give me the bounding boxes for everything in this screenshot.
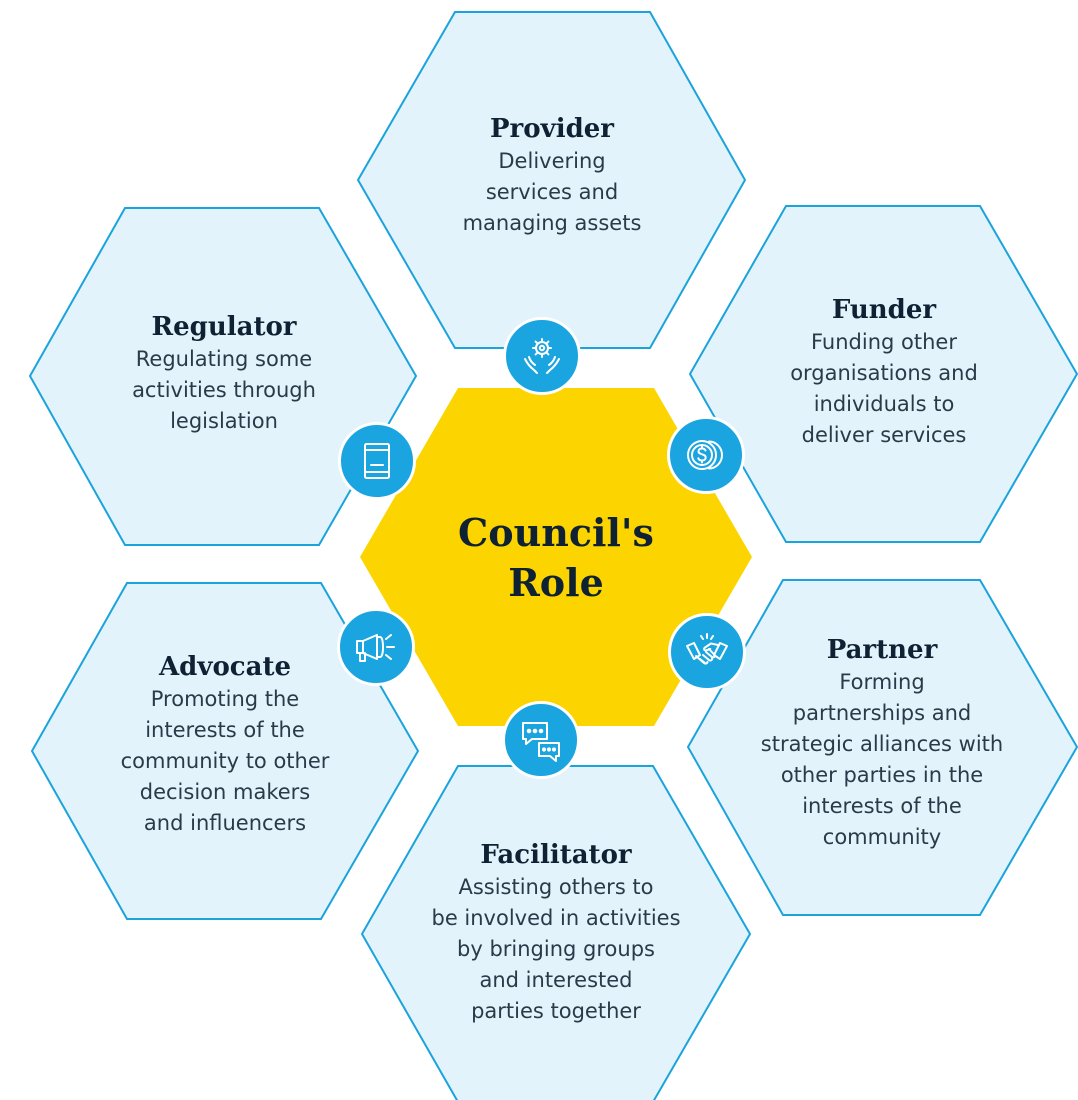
partner-text: Partner Forming partnerships and strateg…	[728, 633, 1036, 853]
partner-description: Forming partnerships and strategic allia…	[760, 670, 1004, 849]
advocate-text: Advocate Promoting the interests of the …	[74, 650, 376, 839]
funder-hexagon	[688, 205, 1078, 543]
regulator-hexagon	[28, 207, 418, 546]
provider-text: Provider Delivering services and managin…	[400, 112, 704, 239]
center-title: Council's Role	[458, 510, 654, 605]
megaphone-icon	[337, 608, 415, 686]
regulator-text: Regulator Regulating some activities thr…	[74, 310, 374, 437]
advocate-title: Advocate	[158, 652, 292, 682]
chat-bubbles-icon	[502, 701, 580, 779]
funder-text: Funder Funding other organisations and i…	[734, 293, 1034, 451]
funder-title: Funder	[831, 295, 937, 325]
advocate-hexagon	[30, 582, 420, 920]
facilitator-description: Assisting others to be involved in activ…	[431, 875, 681, 1023]
provider-description: Delivering services and managing assets	[462, 149, 642, 235]
facilitator-hexagon	[360, 765, 752, 1100]
facilitator-text: Facilitator Assisting others to be invol…	[398, 838, 714, 1027]
regulator-title: Regulator	[151, 312, 297, 342]
center-hexagon	[360, 388, 752, 726]
regulator-description: Regulating some activities through legis…	[132, 347, 316, 433]
provider-title: Provider	[490, 114, 614, 144]
coin-dollar-icon	[667, 416, 745, 494]
handshake-icon	[668, 613, 746, 691]
advocate-description: Promoting the interests of the community…	[120, 687, 330, 835]
provider-hexagon	[356, 11, 747, 349]
partner-title: Partner	[826, 635, 938, 665]
document-icon	[338, 422, 416, 500]
hands-gear-icon	[503, 317, 581, 395]
facilitator-title: Facilitator	[480, 840, 632, 870]
funder-description: Funding other organisations and individu…	[790, 330, 978, 447]
partner-hexagon	[686, 579, 1078, 916]
